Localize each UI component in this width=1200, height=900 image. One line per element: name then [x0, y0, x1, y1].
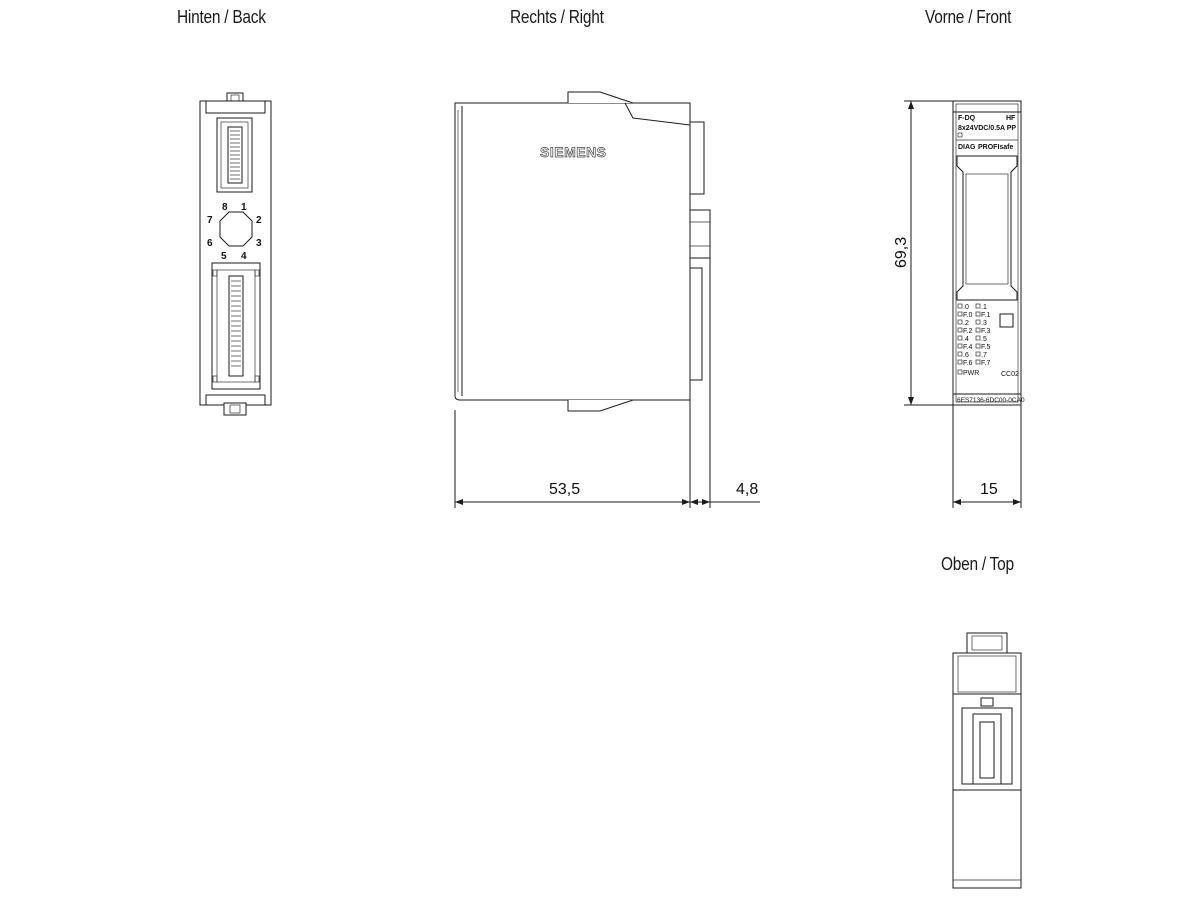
- front-view: F-DQ HF 8x24VDC/0.5A PP DIAG PROFIsafe .…: [893, 100, 1025, 508]
- back-view: 8 1 7 2 6 3 5 4: [199, 92, 272, 416]
- front-body: [952, 100, 1022, 406]
- dim-width: 15: [980, 481, 998, 498]
- svg-text:F.7: F.7: [981, 360, 990, 367]
- svg-text:.7: .7: [981, 352, 987, 359]
- front-order-number: 6ES7136-6DC00-0CA0: [957, 397, 1025, 404]
- svg-text:F.1: F.1: [981, 312, 990, 319]
- upper-connector-pins: [230, 130, 240, 180]
- svg-text:.2: .2: [963, 320, 969, 327]
- title-right: Rechts / Right: [510, 7, 604, 27]
- front-qr-square: [999, 313, 1014, 328]
- svg-text:F.5: F.5: [981, 344, 990, 351]
- title-top: Oben / Top: [941, 554, 1014, 574]
- svg-text:F.4: F.4: [963, 344, 972, 351]
- svg-text:.5: .5: [981, 336, 987, 343]
- top-clip-slot: [979, 721, 995, 779]
- front-led-top: [957, 132, 963, 138]
- pin-5: 5: [221, 251, 227, 262]
- pin-7: 7: [207, 215, 213, 226]
- dim-depth: 53,5: [549, 481, 580, 498]
- front-model-hf: HF: [1006, 115, 1016, 122]
- front-profisafe: PROFIsafe: [978, 144, 1014, 151]
- pin-2: 2: [256, 215, 262, 226]
- pin-8: 8: [222, 202, 228, 213]
- front-model-line2: 8x24VDC/0.5A PP: [958, 125, 1016, 132]
- coding-octagon: [219, 211, 253, 247]
- right-bottom-clip: [567, 399, 634, 412]
- title-back: Hinten / Back: [177, 7, 266, 27]
- right-rear-lower: [689, 267, 703, 381]
- svg-text:F.6: F.6: [963, 360, 972, 367]
- pin-4: 4: [241, 251, 247, 262]
- back-bottom-tab: [223, 402, 247, 416]
- front-diag: DIAG: [958, 144, 976, 151]
- svg-text:F.3: F.3: [981, 328, 990, 335]
- right-rear-rail-clip: [689, 209, 711, 259]
- svg-text:F.2: F.2: [963, 328, 972, 335]
- pin-3: 3: [256, 238, 262, 249]
- top-small-tab: [980, 697, 994, 707]
- svg-text:PWR: PWR: [963, 370, 979, 377]
- svg-text:.3: .3: [981, 320, 987, 327]
- front-led-list-left: .0 F.0 .2 F.2 .4 F.4 .6 F.6 PWR: [957, 303, 979, 377]
- right-top-clip: [567, 91, 634, 104]
- right-view: SIEMENS 53,5 4,8: [454, 91, 760, 508]
- lower-connector-pins: [231, 280, 241, 367]
- svg-text:.4: .4: [963, 336, 969, 343]
- svg-text:F.0: F.0: [963, 312, 972, 319]
- right-rear-connector: [689, 121, 705, 195]
- top-clip-inner: [972, 713, 1002, 785]
- title-front: Vorne / Front: [925, 7, 1012, 27]
- svg-text:.1: .1: [981, 304, 987, 311]
- front-model-line1: F-DQ: [958, 115, 976, 122]
- pin-1: 1: [241, 202, 247, 213]
- svg-text:.0: .0: [963, 304, 969, 311]
- dim-height: 69,3: [893, 237, 910, 268]
- front-code: CC02: [1001, 371, 1019, 378]
- brand-logo: SIEMENS: [540, 144, 607, 160]
- svg-text:.6: .6: [963, 352, 969, 359]
- front-label-window: [956, 155, 1018, 301]
- top-view: [952, 632, 1022, 889]
- pin-6: 6: [207, 238, 213, 249]
- dim-extra: 4,8: [736, 481, 758, 498]
- front-led-list-right: .1 F.1 .3 F.3 .5 F.5 .7 F.7: [975, 303, 990, 367]
